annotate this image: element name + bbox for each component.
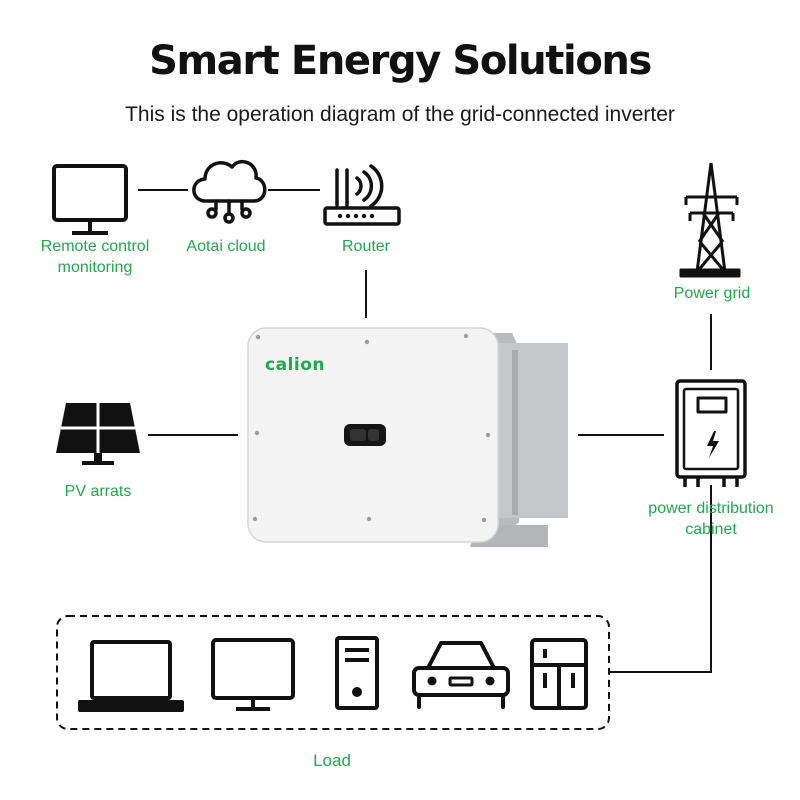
distribution-cabinet-icon	[675, 379, 747, 487]
cloud-label: Aotai cloud	[186, 238, 266, 255]
power-grid-label: Power grid	[673, 285, 751, 302]
monitor-icon	[52, 164, 128, 235]
transmission-tower-icon	[679, 162, 741, 278]
cloud-network-icon	[192, 159, 267, 224]
refrigerator-icon	[530, 638, 588, 710]
router-icon	[323, 164, 401, 226]
load-label: Load	[313, 751, 351, 770]
monitor-label-line2: monitoring	[57, 259, 133, 276]
pc-tower-icon	[335, 636, 379, 710]
monitor-label: Remote control monitoring	[20, 236, 170, 278]
line-cabinet-load	[610, 485, 712, 673]
cabinet-label: power distribution cabinet	[628, 498, 794, 540]
monitor-label-line1: Remote control	[40, 238, 150, 255]
laptop-icon	[78, 640, 184, 712]
inverter-device: calion	[247, 327, 568, 547]
router-label: Router	[341, 238, 391, 255]
car-icon	[412, 641, 510, 709]
page-title: Smart Energy Solutions	[149, 38, 652, 84]
desktop-monitor-icon	[211, 638, 295, 711]
inverter-brand-logo: calion	[265, 355, 325, 375]
connector-lines	[138, 189, 712, 673]
cabinet-label-line1: power distribution	[648, 500, 774, 517]
pv-label: PV arrats	[64, 483, 132, 500]
solar-panel-icon	[56, 403, 140, 465]
page-subtitle: This is the operation diagram of the gri…	[125, 103, 675, 126]
load-frame	[56, 615, 610, 730]
cabinet-label-line2: cabinet	[685, 521, 737, 538]
